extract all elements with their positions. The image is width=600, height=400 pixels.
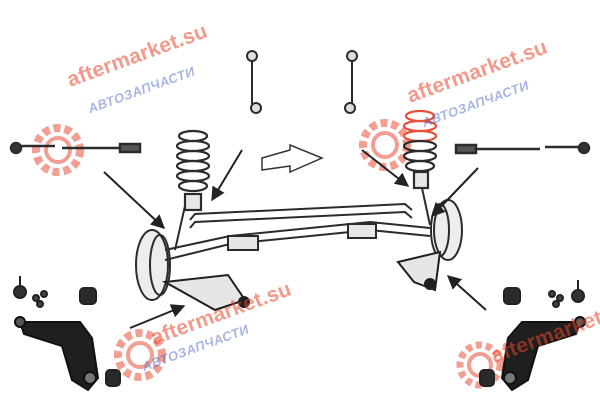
gear-logo-icon <box>359 119 411 171</box>
tie-rod-right <box>454 141 591 155</box>
control-arm-right <box>396 250 442 292</box>
control-arm-left <box>161 273 250 312</box>
ball-joint-right <box>571 280 585 303</box>
coil-spring-left <box>175 129 211 212</box>
bushing-left <box>32 287 121 387</box>
bushing-right <box>479 287 564 387</box>
ball-joint-left <box>13 276 27 299</box>
stabilizer-link-right <box>344 50 358 114</box>
gear-logo-icon <box>114 329 166 381</box>
direction-arrow <box>261 143 324 174</box>
control-arm-right <box>500 316 586 392</box>
stabilizer-link-left <box>246 50 262 114</box>
coil-spring-right <box>402 109 438 190</box>
gear-logo-icon <box>32 124 84 176</box>
control-arm-left <box>14 316 100 392</box>
tie-rod-left <box>9 141 142 155</box>
pointer-arrows <box>103 149 487 329</box>
